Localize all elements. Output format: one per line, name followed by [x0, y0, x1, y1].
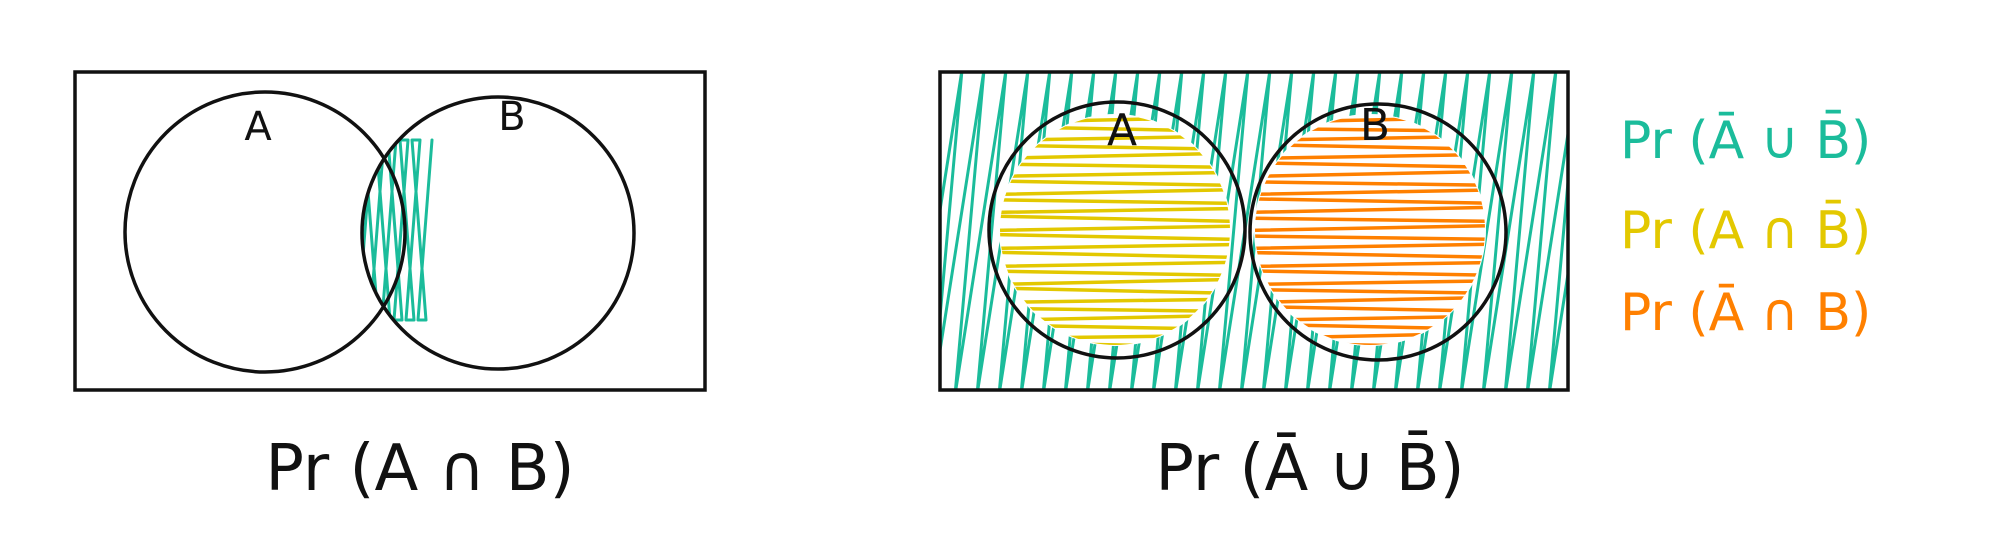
- set-b-label: B: [1360, 100, 1390, 151]
- set-b-label: B: [498, 94, 525, 140]
- scribble-stroke: [898, 68, 1624, 397]
- legend-item-b-only: Pr (Ā ∩ B): [1620, 283, 1871, 343]
- hatch-stroke: [362, 138, 434, 322]
- legend-item-outside: Pr (Ā ∪ B̄): [1620, 110, 1871, 171]
- legend-item-a-only: Pr (A ∩ B̄): [1620, 200, 1871, 261]
- caption-complement-union: Pr (Ā ∪ B̄): [1155, 430, 1464, 506]
- caption-intersection: Pr (A ∩ B): [265, 432, 574, 506]
- universe-box: [73, 70, 707, 392]
- set-a-label: A: [1107, 105, 1137, 156]
- outside-region-hatch: [898, 68, 1624, 397]
- universe-box: [938, 70, 1570, 392]
- set-b-circle: [1248, 102, 1508, 362]
- set-b-circle: [360, 95, 636, 371]
- set-a-circle: [123, 90, 407, 374]
- venn-diagram-complement-union: A B Pr (Ā ∪ B̄): [898, 68, 1624, 506]
- set-a-label: A: [244, 104, 272, 150]
- set-a-circle: [987, 100, 1247, 360]
- legend: Pr (Ā ∪ B̄) Pr (A ∩ B̄) Pr (Ā ∩ B): [1620, 110, 1871, 343]
- venn-diagram-intersection: A B Pr (A ∩ B): [73, 70, 707, 506]
- intersection-hatch: [362, 138, 434, 322]
